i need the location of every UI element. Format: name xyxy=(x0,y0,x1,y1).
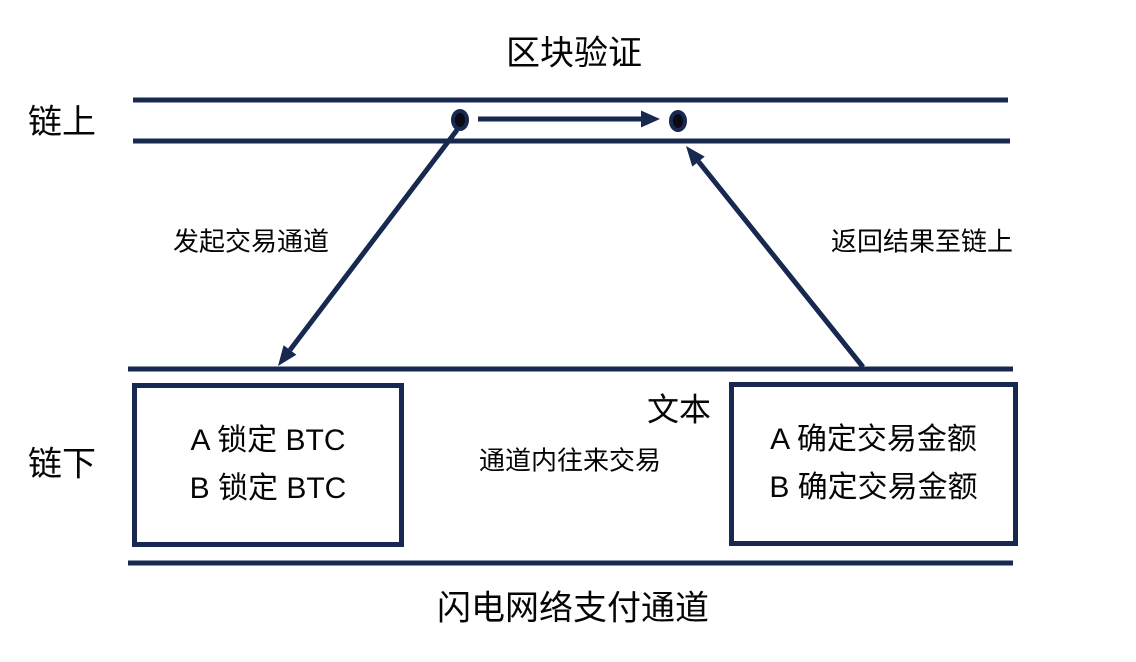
open-channel-arrow-icon xyxy=(278,128,459,366)
top-title: 区块验证 xyxy=(506,34,642,73)
block-node-left-icon xyxy=(451,109,469,131)
return-result-arrow-icon xyxy=(686,146,865,369)
channel-transactions-label: 通道内往来交易 xyxy=(478,445,662,476)
lock-btc-box: A 锁定 BTC B 锁定 BTC xyxy=(132,383,404,547)
block-node-right-icon xyxy=(669,110,687,132)
lock-btc-line-a: A 锁定 BTC xyxy=(190,424,346,457)
off-chain-label: 链下 xyxy=(28,445,96,484)
lock-btc-line-b: B 锁定 BTC xyxy=(189,472,347,505)
bottom-title: 闪电网络支付通道 xyxy=(437,589,709,628)
on-chain-label: 链上 xyxy=(28,103,96,142)
text-caption: 文本 xyxy=(646,391,712,428)
confirm-amount-line-a: A 确定交易金额 xyxy=(770,423,977,456)
block-validation-arrow-icon xyxy=(478,110,660,128)
confirm-amount-box: A 确定交易金额 B 确定交易金额 xyxy=(729,382,1018,546)
open-channel-arrow-label: 发起交易通道 xyxy=(172,226,330,257)
return-result-arrow-label: 返回结果至链上 xyxy=(830,226,1014,257)
confirm-amount-line-b: B 确定交易金额 xyxy=(769,471,978,504)
